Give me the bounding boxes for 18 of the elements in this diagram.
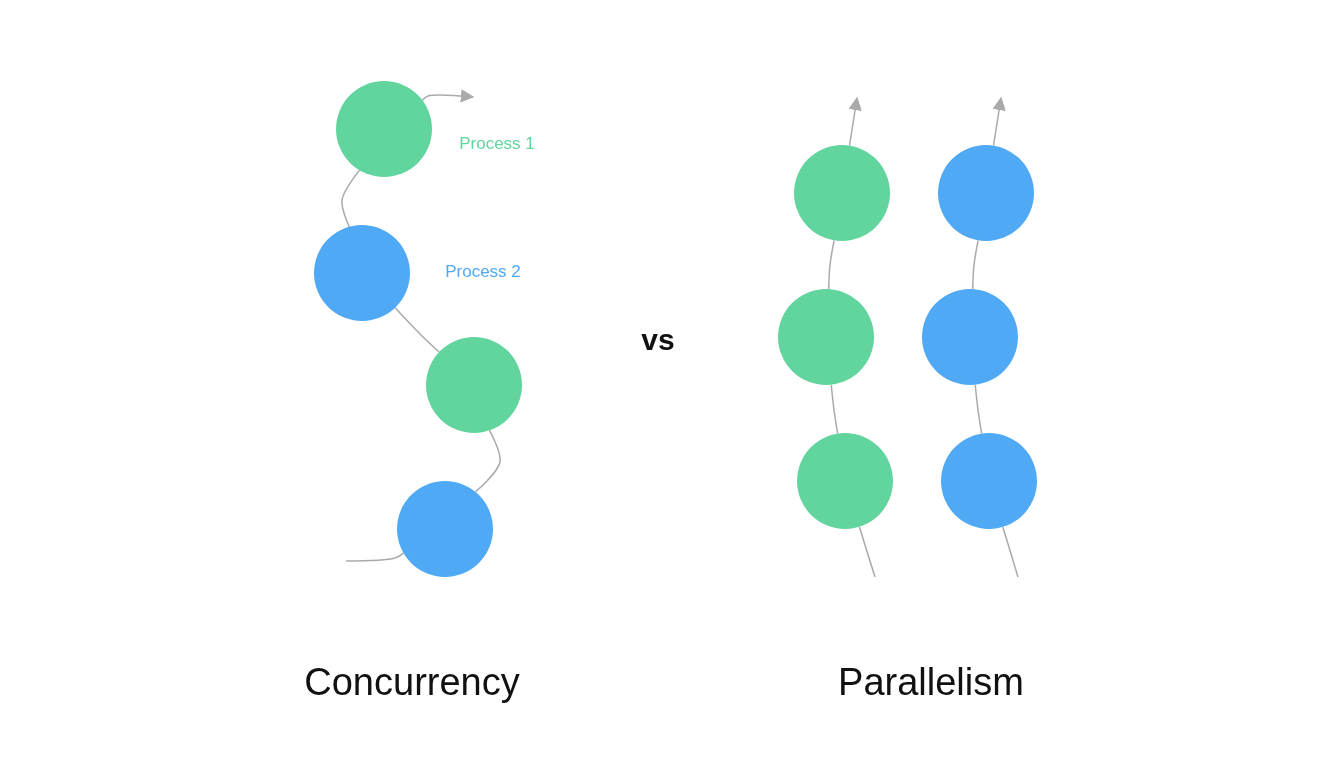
connector-line (971, 239, 979, 290)
arrow (992, 96, 1006, 147)
section-heading: Concurrency (304, 660, 520, 704)
connector-line (474, 429, 501, 493)
connector-line (974, 383, 983, 435)
connector-line (394, 307, 440, 353)
connector-line (827, 239, 835, 290)
connector-line (1002, 526, 1019, 578)
connector-line (830, 383, 839, 435)
section-heading: Parallelism (838, 660, 1024, 704)
versus-label: vs (641, 323, 675, 357)
process-label: Process 2 (445, 262, 521, 282)
arrow (848, 96, 862, 147)
arrow (421, 89, 475, 103)
connector-line (345, 552, 405, 562)
connector-line (341, 169, 361, 228)
process-label: Process 1 (459, 134, 535, 154)
connector-line (858, 526, 876, 578)
